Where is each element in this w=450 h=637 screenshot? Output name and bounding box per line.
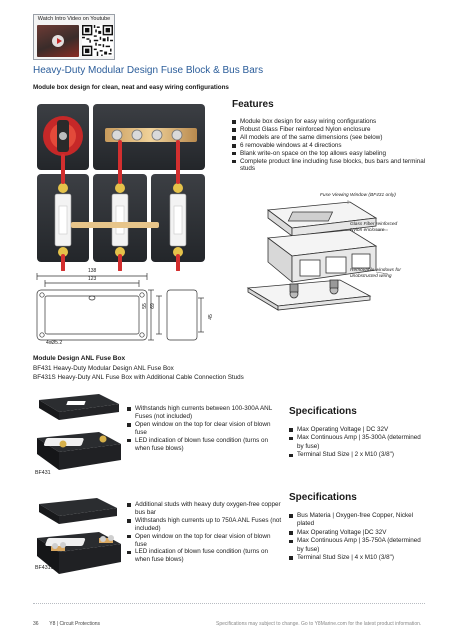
page-number: 36 [33, 621, 39, 627]
windows-callout-line2: unobstructed wiring [350, 274, 392, 279]
fuse-window-callout: Fuse Viewing Window (BF431 only) [320, 193, 396, 198]
feature-item: 6 removable windows at 4 directions [232, 142, 432, 150]
bf431s-label: BF431S [35, 565, 55, 571]
bf431-bullet: Open window on the top for clear vision … [127, 421, 282, 437]
bf431-spec-heading: Specifications [289, 406, 357, 417]
bf431s-bullet: LED indication of blown fuse condition (… [127, 548, 282, 564]
qr-code-icon[interactable] [82, 25, 113, 56]
dim-side-inner: 55 [141, 303, 148, 309]
dimension-drawing [36, 273, 204, 341]
bf431-spec-item: Terminal Stud Size | 2 x M10 (3/8") [289, 451, 424, 459]
bf431s-bullet: Additional studs with heavy duty oxygen-… [127, 501, 282, 517]
feature-item: Complete product line including fuse blo… [232, 158, 432, 174]
anl-section-line2: BF431S Heavy-Duty ANL Fuse Box with Addi… [33, 374, 244, 381]
bf431-bullet: LED indication of blown fuse condition (… [127, 437, 282, 453]
bf431s-spec-item: Max Operating Voltage |DC 32V [289, 529, 424, 537]
enclosure-exploded-illustration [246, 200, 389, 311]
bf431-spec-list: Max Operating Voltage | DC 32V Max Conti… [289, 426, 424, 460]
dim-side-outer: 69 [149, 303, 156, 309]
bf431s-spec-item: Terminal Stud Size | 4 x M10 (3/8") [289, 554, 424, 562]
bf431-spec-item: Max Continuous Amp | 35-300A (determined… [289, 434, 424, 451]
feature-item: Module box design for easy wiring config… [232, 118, 432, 126]
footer-page-info: 36 Y8 | Circuit Protections [33, 621, 100, 627]
footer-note: Specifications may subject to change. Go… [216, 621, 422, 627]
dim-top-inner: 123 [88, 276, 97, 282]
bf431-photo [37, 394, 121, 470]
feature-item: All models are of the same dimensions (s… [232, 134, 432, 142]
bf431s-bullet: Withstands high currents up to 750A ANL … [127, 517, 282, 533]
feature-item: Blank write-on space on the top allows e… [232, 150, 432, 158]
bf431s-photo [37, 498, 121, 574]
features-list: Module box design for easy wiring config… [232, 118, 432, 173]
anl-section-line1: BF431 Heavy-Duty Modular Design ANL Fuse… [33, 365, 174, 372]
windows-callout-line1: Removable windows for [350, 268, 401, 273]
bf431-bullet: Withstands high currents between 100-300… [127, 405, 282, 421]
bf431s-spec-heading: Specifications [289, 492, 357, 503]
features-heading: Features [232, 99, 274, 110]
bf431-spec-item: Max Operating Voltage | DC 32V [289, 426, 424, 434]
dim-hole: 4xØ5.2 [46, 340, 63, 346]
enclosure-callout-line2: Nylon enclosure [350, 228, 385, 233]
video-thumbnail[interactable] [37, 25, 79, 57]
anl-section-heading: Module Design ANL Fuse Box [33, 355, 126, 362]
bf431s-spec-item: Bus Materia | Oxygen-free Copper, Nickel… [289, 512, 424, 529]
dim-top-outer: 138 [88, 268, 97, 274]
video-label: Watch Intro Video on Youtube [37, 16, 111, 22]
modular-fuse-block-photo [33, 96, 213, 271]
page-subtitle: Module box design for clean, neat and ea… [33, 84, 229, 91]
footer-divider [33, 603, 425, 604]
bf431-label: BF431 [35, 470, 51, 476]
feature-item: Robust Glass Fiber reinforced Nylon encl… [232, 126, 432, 134]
footer-section: Y8 | Circuit Protections [49, 621, 101, 627]
bf431s-bullet-list: Additional studs with heavy duty oxygen-… [127, 501, 282, 564]
bf431s-bullet: Open window on the top for clear vision … [127, 533, 282, 549]
bf431s-spec-list: Bus Materia | Oxygen-free Copper, Nickel… [289, 512, 424, 562]
enclosure-callout-line1: Glass Fiber reinforced [350, 222, 398, 227]
page-title: Heavy-Duty Modular Design Fuse Block & B… [33, 65, 264, 76]
youtube-video-box[interactable]: Watch Intro Video on Youtube [33, 14, 115, 60]
play-icon[interactable] [52, 35, 64, 47]
dim-height: 45 [207, 314, 214, 320]
bf431s-spec-item: Max Continuous Amp | 35-750A (determined… [289, 537, 424, 554]
bf431-bullet-list: Withstands high currents between 100-300… [127, 405, 282, 452]
